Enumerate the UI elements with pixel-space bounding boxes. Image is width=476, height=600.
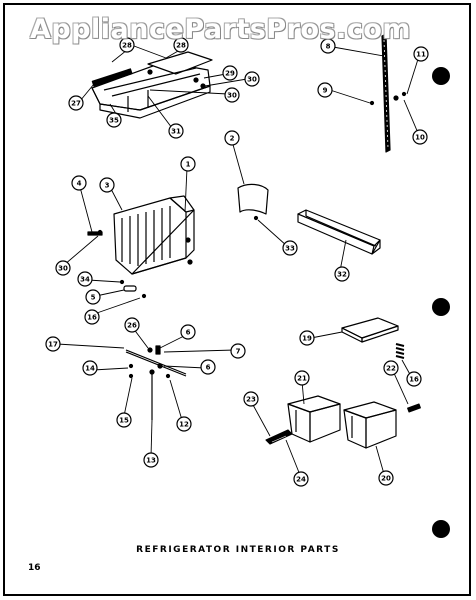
callout-label: 30 <box>58 265 68 273</box>
callout-label: 3 <box>105 182 110 190</box>
callout-label: 34 <box>80 276 90 284</box>
callout-label: 12 <box>179 421 189 429</box>
drawer-and-shelf-parts <box>265 317 421 449</box>
crisper-panel <box>87 195 195 299</box>
callout-32: 32 <box>334 266 350 282</box>
callout-label: 28 <box>122 42 132 50</box>
callout-13: 13 <box>143 452 159 468</box>
callout-label: 9 <box>323 87 328 95</box>
callout-label: 11 <box>416 51 426 59</box>
callout-label: 17 <box>48 341 58 349</box>
callout-label: 27 <box>71 100 81 108</box>
callout-label: 4 <box>77 180 82 188</box>
callout-8: 8 <box>320 38 336 54</box>
callout-label: 30 <box>247 76 257 84</box>
callout-label: 13 <box>146 457 156 465</box>
callout-30: 30 <box>244 71 260 87</box>
callout-label: 32 <box>337 271 347 279</box>
callout-label: 33 <box>285 245 295 253</box>
callout-label: 14 <box>85 365 95 373</box>
callout-16: 16 <box>84 309 100 325</box>
callout-17: 17 <box>45 336 61 352</box>
callout-label: 2 <box>230 135 235 143</box>
callout-16: 16 <box>406 371 422 387</box>
punch-holes <box>432 67 450 538</box>
callout-4: 4 <box>71 175 87 191</box>
callout-label: 28 <box>176 42 186 50</box>
callout-24: 24 <box>293 471 309 487</box>
callout-33: 33 <box>282 240 298 256</box>
callout-19: 19 <box>299 330 315 346</box>
diagram-caption: REFRIGERATOR INTERIOR PARTS <box>136 545 340 555</box>
callout-12: 12 <box>176 416 192 432</box>
callout-26: 26 <box>124 317 140 333</box>
callout-label: 15 <box>119 417 129 425</box>
callout-2: 2 <box>224 130 240 146</box>
leader-lines <box>56 45 420 476</box>
callout-label: 10 <box>415 134 425 142</box>
callout-label: 5 <box>91 294 96 302</box>
callout-label: 20 <box>381 475 391 483</box>
callout-30: 30 <box>224 87 240 103</box>
callout-label: 19 <box>302 335 312 343</box>
callout-30: 30 <box>55 260 71 276</box>
callout-31: 31 <box>168 123 184 139</box>
callout-1: 1 <box>180 156 196 172</box>
callout-label: 6 <box>186 329 191 337</box>
callout-9: 9 <box>317 82 333 98</box>
callout-11: 11 <box>413 46 429 62</box>
callout-10: 10 <box>412 129 428 145</box>
page-number: 16 <box>28 563 41 573</box>
callout-28: 28 <box>173 37 189 53</box>
callout-29: 29 <box>222 65 238 81</box>
watermark-text: AppliancePartsPros.com <box>30 14 412 45</box>
callout-label: 21 <box>297 375 307 383</box>
callout-label: 7 <box>236 348 241 356</box>
callout-34: 34 <box>77 271 93 287</box>
callout-5: 5 <box>85 289 101 305</box>
callout-15: 15 <box>116 412 132 428</box>
callout-27: 27 <box>68 95 84 111</box>
shelf-rail-assembly <box>369 33 407 153</box>
callout-6: 6 <box>200 359 216 375</box>
callout-7: 7 <box>230 343 246 359</box>
callout-label: 8 <box>326 43 331 51</box>
callout-14: 14 <box>82 360 98 376</box>
callout-6: 6 <box>180 324 196 340</box>
callout-label: 22 <box>386 365 396 373</box>
callout-label: 1 <box>186 161 191 169</box>
callout-label: 16 <box>409 376 419 384</box>
callout-21: 21 <box>294 370 310 386</box>
callout-label: 6 <box>206 364 211 372</box>
callout-22: 22 <box>383 360 399 376</box>
callout-label: 16 <box>87 314 97 322</box>
shelf-frame-assembly <box>91 51 213 119</box>
callout-35: 35 <box>106 112 122 128</box>
callout-28: 28 <box>119 37 135 53</box>
page-border <box>3 3 471 596</box>
callout-label: 35 <box>109 117 119 125</box>
callout-label: 23 <box>246 396 256 404</box>
callout-label: 29 <box>225 70 235 78</box>
callout-3: 3 <box>99 177 115 193</box>
callout-23: 23 <box>243 391 259 407</box>
callout-label: 26 <box>127 322 137 330</box>
callout-label: 31 <box>171 128 181 136</box>
callout-20: 20 <box>378 470 394 486</box>
cover-and-channel <box>237 183 381 255</box>
callout-label: 30 <box>227 92 237 100</box>
rod-hinge-parts <box>125 345 187 420</box>
callout-label: 24 <box>296 476 306 484</box>
